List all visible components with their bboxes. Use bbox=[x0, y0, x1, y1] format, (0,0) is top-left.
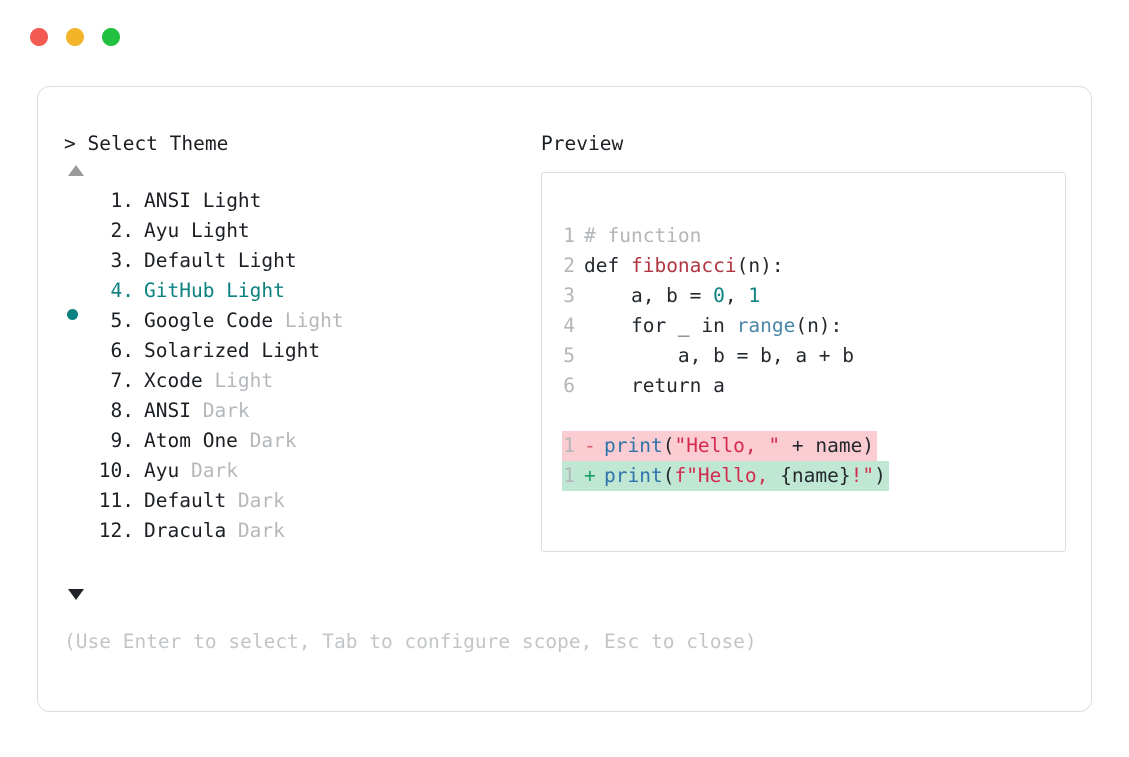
plus-icon: + bbox=[584, 464, 596, 487]
theme-item-name: Default bbox=[144, 489, 227, 512]
code-line-number: 6 bbox=[563, 374, 575, 397]
code-line-source: def fibonacci(n): bbox=[584, 254, 784, 277]
code-line-source: for _ in range(n): bbox=[584, 314, 843, 337]
code-line-number: 3 bbox=[563, 284, 575, 307]
selected-bullet-icon bbox=[67, 308, 78, 320]
theme-item-index: 12. bbox=[98, 519, 134, 542]
theme-list-item[interactable]: 12. Dracula Dark bbox=[64, 516, 534, 546]
code-line-number: 5 bbox=[563, 344, 575, 367]
scroll-down-arrow-icon[interactable] bbox=[68, 589, 84, 600]
theme-item-variant: Light bbox=[214, 279, 285, 302]
theme-list-item[interactable]: 3. Default Light bbox=[64, 246, 534, 276]
theme-item-index: 5. bbox=[110, 309, 134, 332]
theme-item-name: Default bbox=[144, 249, 227, 272]
code-preview-content: 1 # function 2 def fibonacci(n): 3 a, b = 0,… bbox=[562, 221, 1061, 491]
theme-item-variant: Dark bbox=[226, 489, 285, 512]
theme-item-index: 9. bbox=[110, 429, 134, 452]
theme-item-name: Solarized bbox=[144, 339, 250, 362]
theme-list-item[interactable]: 5. Google Code Light bbox=[64, 306, 534, 336]
theme-item-variant: Light bbox=[190, 189, 262, 212]
code-line-number: 4 bbox=[563, 314, 575, 337]
code-line-source: return a bbox=[584, 374, 725, 397]
keyboard-hint-text: (Use Enter to select, Tab to configure s… bbox=[64, 630, 757, 653]
theme-list-item[interactable]: 10. Ayu Dark bbox=[64, 456, 534, 486]
theme-list-item[interactable]: 4. GitHub Light bbox=[64, 276, 534, 320]
preview-panel-header: Preview bbox=[541, 131, 1069, 157]
theme-item-index: 11. bbox=[98, 489, 134, 512]
code-blank-line bbox=[562, 401, 1061, 431]
theme-item-index: 2. bbox=[110, 219, 134, 242]
select-theme-prompt: > Select Theme bbox=[64, 132, 229, 155]
theme-list-item[interactable]: 9. Atom One Dark bbox=[64, 426, 534, 456]
minimize-window-button[interactable] bbox=[66, 28, 84, 46]
theme-item-variant: Dark bbox=[226, 519, 285, 542]
code-preview-box: 1 # function 2 def fibonacci(n): 3 a, b = 0,… bbox=[541, 172, 1066, 552]
theme-item-variant: Dark bbox=[179, 459, 238, 482]
theme-item-index: 3. bbox=[110, 249, 134, 272]
theme-item-name: Dracula bbox=[144, 519, 227, 542]
diff-line-number: 1 bbox=[563, 434, 575, 457]
theme-list-item[interactable]: 7. Xcode Light bbox=[64, 366, 534, 396]
diff-line-source: print(f"Hello, {name}!") bbox=[604, 464, 886, 487]
theme-item-variant: Light bbox=[249, 339, 321, 362]
theme-list-item[interactable]: 1. ANSI Light bbox=[64, 186, 534, 216]
maximize-window-button[interactable] bbox=[102, 28, 120, 46]
theme-item-index: 6. bbox=[110, 339, 134, 362]
theme-item-variant: Light bbox=[202, 369, 274, 392]
diff-line-source: print("Hello, " + name) bbox=[604, 434, 875, 457]
window-traffic-lights bbox=[30, 28, 120, 46]
theme-item-name: GitHub bbox=[144, 279, 215, 302]
theme-list-item[interactable]: 8. ANSI Dark bbox=[64, 396, 534, 426]
theme-item-name: Google Code bbox=[144, 309, 274, 332]
theme-list-item[interactable]: 6. Solarized Light bbox=[64, 336, 534, 366]
theme-item-variant: Light bbox=[179, 219, 250, 242]
theme-item-name: Xcode bbox=[144, 369, 203, 392]
diff-added-line: 1 + print(f"Hello, {name}!") bbox=[562, 461, 889, 491]
preview-title: Preview bbox=[541, 132, 624, 155]
code-line: 5 a, b = b, a + b bbox=[562, 341, 1061, 371]
theme-item-variant: Dark bbox=[190, 399, 250, 422]
theme-item-name: Ayu bbox=[144, 459, 180, 482]
minus-icon: - bbox=[584, 434, 596, 457]
code-line-source: # function bbox=[584, 224, 702, 247]
theme-item-name: Ayu bbox=[144, 219, 180, 242]
theme-list-item[interactable]: 11. Default Dark bbox=[64, 486, 534, 516]
theme-item-index: 8. bbox=[110, 399, 134, 422]
code-line: 4 for _ in range(n): bbox=[562, 311, 1061, 341]
code-line: 2 def fibonacci(n): bbox=[562, 251, 1061, 281]
theme-item-variant: Dark bbox=[237, 429, 297, 452]
theme-item-name: ANSI bbox=[144, 189, 191, 212]
theme-item-index: 1. bbox=[110, 189, 134, 212]
theme-item-index: 10. bbox=[98, 459, 134, 482]
code-line-number: 2 bbox=[563, 254, 575, 277]
theme-item-name: Atom One bbox=[144, 429, 238, 452]
code-line-source: a, b = 0, 1 bbox=[584, 284, 761, 307]
close-window-button[interactable] bbox=[30, 28, 48, 46]
code-line-number: 1 bbox=[563, 224, 575, 247]
theme-item-index: 4. bbox=[110, 279, 134, 302]
diff-line-number: 1 bbox=[563, 464, 575, 487]
scroll-up-arrow-icon[interactable] bbox=[68, 165, 84, 176]
theme-item-variant: Light bbox=[226, 249, 297, 272]
code-line: 6 return a bbox=[562, 371, 1061, 401]
theme-item-index: 7. bbox=[110, 369, 134, 392]
code-line-source: a, b = b, a + b bbox=[584, 344, 855, 367]
code-line: 3 a, b = 0, 1 bbox=[562, 281, 1061, 311]
theme-list-item[interactable]: 2. Ayu Light bbox=[64, 216, 534, 246]
theme-item-name: ANSI bbox=[144, 399, 191, 422]
theme-item-variant: Light bbox=[273, 309, 344, 332]
diff-removed-line: 1-print("Hello, " + name) bbox=[562, 431, 878, 461]
code-line: 1 # function bbox=[562, 221, 1061, 251]
